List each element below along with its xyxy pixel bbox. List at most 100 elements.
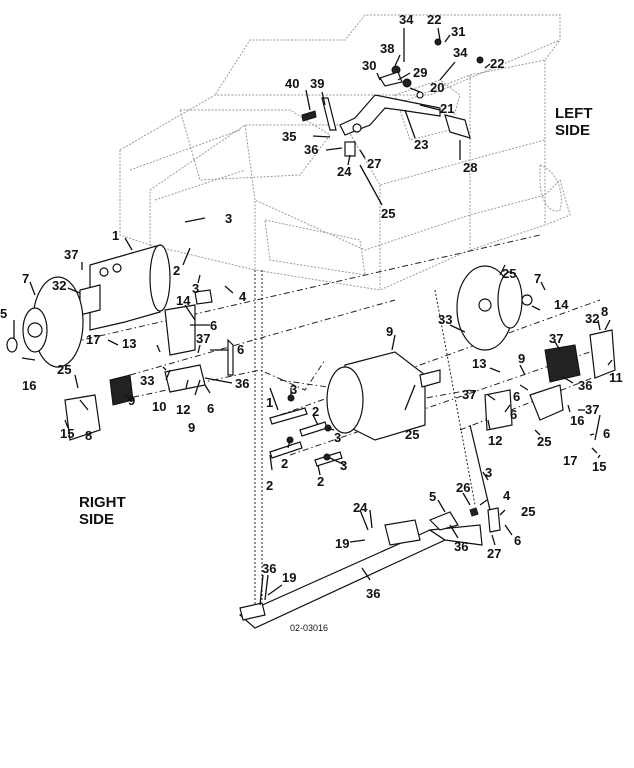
upper-linkage xyxy=(301,38,484,157)
callout-33: 16 xyxy=(22,378,36,393)
callout-14: 5 xyxy=(0,306,7,321)
callout-7: 25 xyxy=(502,266,516,281)
callout-5: 26 xyxy=(456,480,470,495)
callout-28: 28 xyxy=(463,160,477,175)
callout-12: 10 xyxy=(152,399,166,414)
callout-25: 4 xyxy=(503,488,511,503)
callout-8: 15 xyxy=(60,426,74,441)
callout-9: 11 xyxy=(609,370,623,385)
callout-32: 32 xyxy=(52,278,66,293)
callout-3: 3 xyxy=(192,281,199,296)
callout-6: 37 xyxy=(196,331,210,346)
callout-6: 14 xyxy=(176,293,191,308)
callout-25: 6 xyxy=(603,426,610,441)
callout-40: 40 xyxy=(285,76,299,91)
callout-6: 16 xyxy=(570,413,584,428)
callout-32: 33 xyxy=(438,312,452,327)
callout-3: 2 xyxy=(312,404,319,419)
callout-35: 35 xyxy=(282,129,296,144)
callout-26: 3 xyxy=(485,465,492,480)
callout-8: 32 xyxy=(585,311,599,326)
callout-24: 24 xyxy=(337,164,352,179)
callout-2: 2 xyxy=(173,263,180,278)
callout-17: 6 xyxy=(210,318,217,333)
callout-2: 3 xyxy=(340,458,347,473)
callout-37: 9 xyxy=(386,324,393,339)
callout-36: 19 xyxy=(335,536,349,551)
callout-25: 9 xyxy=(188,420,195,435)
callout-30: 30 xyxy=(362,58,376,73)
right-side-label-line2: SIDE xyxy=(79,511,114,528)
callout-2: 3 xyxy=(334,430,341,445)
side-labels: LEFT SIDE RIGHT SIDE xyxy=(79,105,593,528)
left-side-label-line1: LEFT xyxy=(555,105,593,122)
callout-18: 36 xyxy=(366,586,380,601)
callout-27: 6 xyxy=(514,533,521,548)
callout-37: 13 xyxy=(472,356,486,371)
callout-10: 9 xyxy=(128,393,135,408)
callout-3: 2 xyxy=(266,478,273,493)
callout-16: 6 xyxy=(237,342,244,357)
callout-25: 36 xyxy=(235,376,249,391)
callout-17: 12 xyxy=(488,433,502,448)
right-side-label-line1: RIGHT xyxy=(79,494,126,511)
callout-36: 33 xyxy=(140,373,154,388)
callout-27: 27 xyxy=(367,156,381,171)
callout-6: 36 xyxy=(454,539,468,554)
callout-1: 25 xyxy=(405,427,419,442)
callout-39: 39 xyxy=(310,76,324,91)
callout-16: 37 xyxy=(585,402,599,417)
callout-13: 9 xyxy=(518,351,525,366)
callout-34: 34 xyxy=(399,12,414,27)
callout-12: 25 xyxy=(537,434,551,449)
callout-19: 36 xyxy=(262,561,276,576)
callout-36: 36 xyxy=(304,142,318,157)
callout-36: 6 xyxy=(513,389,520,404)
right-motor-assembly xyxy=(6,244,234,441)
callout-19: 24 xyxy=(353,500,368,515)
callout-6: 12 xyxy=(176,402,190,417)
callout-9: 8 xyxy=(85,428,92,443)
left-motor-assembly xyxy=(326,265,616,441)
callout-25: 25 xyxy=(381,206,395,221)
callout-29: 29 xyxy=(413,65,427,80)
figure-id: 02-03016 xyxy=(290,623,328,633)
callouts: 34 22 31 38 34 22 30 29 20 40 39 21 35 2… xyxy=(0,12,623,601)
callout-3: 2 xyxy=(317,474,324,489)
callout-6: 36 xyxy=(578,378,592,393)
chassis-frame xyxy=(119,14,571,291)
callout-31: 31 xyxy=(451,24,465,39)
callout-33: 14 xyxy=(554,297,569,312)
callout-20: 20 xyxy=(430,80,444,95)
callout-15: 6 xyxy=(207,401,214,416)
bolts xyxy=(269,394,343,467)
pivot-bar xyxy=(238,424,501,629)
callout-3: 1 xyxy=(266,395,273,410)
callout-37: 6 xyxy=(510,407,517,422)
callout-7: 7 xyxy=(22,271,29,286)
callout-22: 22 xyxy=(427,12,441,27)
callout-36: 27 xyxy=(487,546,501,561)
left-side-label-line2: SIDE xyxy=(555,122,590,139)
callout-11: 37 xyxy=(549,331,563,346)
callout-24: 25 xyxy=(521,504,535,519)
callout-23: 23 xyxy=(414,137,428,152)
callout-4: 5 xyxy=(429,489,436,504)
callout-22: 22 xyxy=(490,56,504,71)
callout-38: 38 xyxy=(380,41,394,56)
callout-4: 4 xyxy=(239,289,247,304)
callout-15: 17 xyxy=(563,453,577,468)
callout-13: 17 xyxy=(86,332,100,347)
callout-6: 37 xyxy=(462,387,476,402)
callout-9: 8 xyxy=(601,304,608,319)
callout-3: 3 xyxy=(225,211,232,226)
callout-37: 37 xyxy=(64,247,78,262)
callout-1: 1 xyxy=(112,228,119,243)
callout-14: 7 xyxy=(534,271,541,286)
callout-2: 3 xyxy=(290,382,297,397)
callout-37: 13 xyxy=(122,336,136,351)
callout-9: 25 xyxy=(57,362,71,377)
callout-34: 34 xyxy=(453,45,468,60)
callout-21: 21 xyxy=(440,101,454,116)
